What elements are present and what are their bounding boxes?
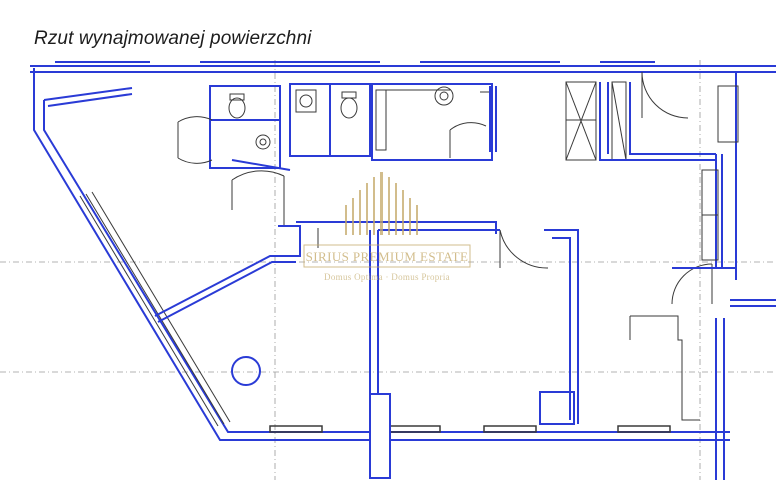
wc-block-middle (289, 83, 493, 161)
watermark-emblem (345, 172, 418, 235)
watermark-motto: Domus Optima · Domus Propria (324, 272, 450, 282)
watermark-name: SIRIUS PREMIUM ESTATE (306, 249, 469, 264)
right-counter (629, 85, 739, 421)
bottom-facade (220, 431, 730, 441)
watermark-logo: SIRIUS PREMIUM ESTATE Domus Optima · Dom… (303, 172, 471, 282)
right-walls (599, 72, 776, 480)
top-outer-wall (30, 61, 776, 73)
wc-fixtures-middle (295, 86, 490, 158)
interior-walls (154, 86, 579, 424)
utility-shafts (565, 81, 627, 161)
columns (369, 391, 575, 479)
watermark-frame (303, 244, 471, 268)
wc-fixtures (177, 93, 271, 164)
wc-block-left (209, 85, 291, 171)
door-swings (231, 71, 713, 305)
turning-circle (231, 356, 261, 386)
facade-glazing (79, 191, 231, 427)
plan-caption: Rzut wynajmowanej powierzchni (34, 28, 312, 49)
grid-lines (0, 60, 776, 480)
